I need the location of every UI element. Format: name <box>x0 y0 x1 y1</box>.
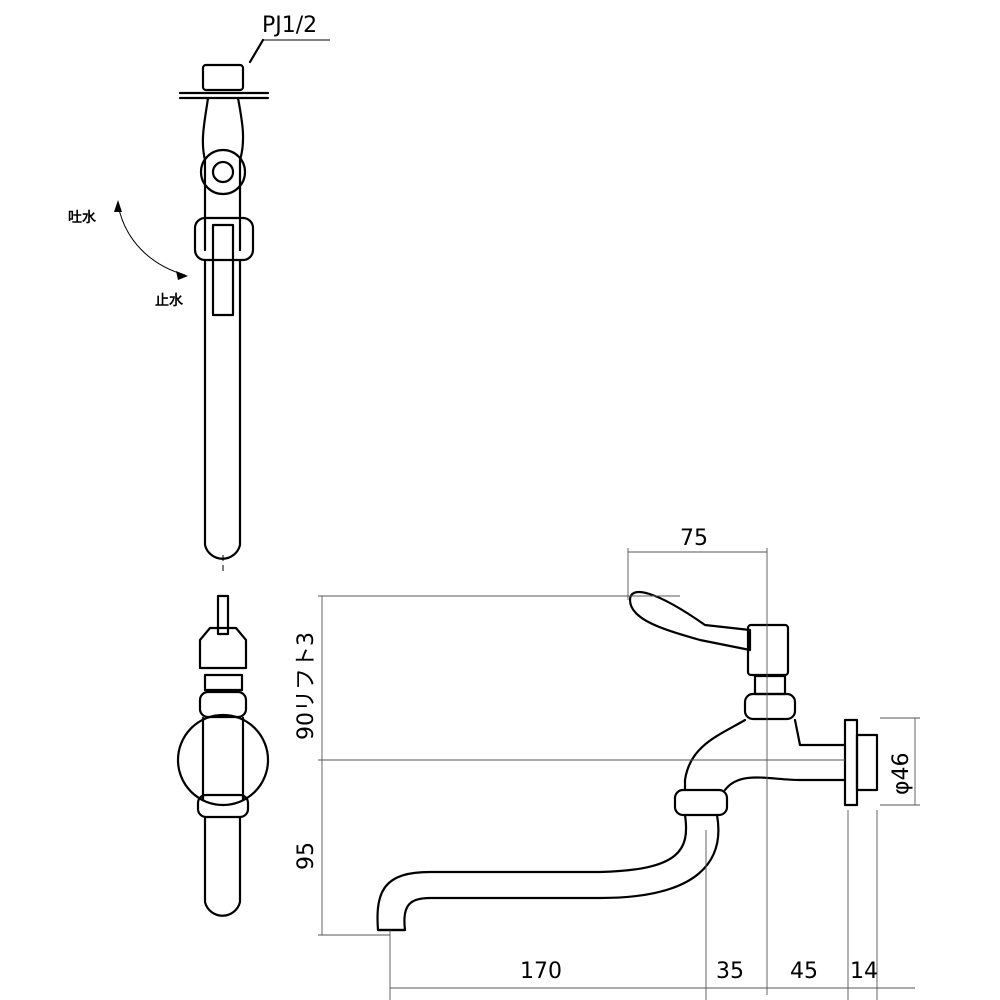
dim-75: 75 <box>680 526 708 551</box>
dim-35: 35 <box>716 959 744 984</box>
dim-14: 14 <box>850 959 878 984</box>
front-view <box>176 594 270 917</box>
dim-diameter: φ46 <box>889 752 914 795</box>
open-label: 吐水 <box>68 209 97 226</box>
thread-label: PJ1/2 <box>262 13 317 38</box>
dimension-lines: 75 90リフト3 95 φ46 170 35 45 14 <box>294 526 920 1000</box>
dim-95: 95 <box>294 842 319 870</box>
dim-90: 90リフト3 <box>294 632 319 740</box>
top-view: PJ1/2 吐水 止水 <box>68 13 330 575</box>
dim-45: 45 <box>790 959 818 984</box>
side-view <box>376 590 879 932</box>
dim-170: 170 <box>520 959 562 984</box>
close-label: 止水 <box>155 292 184 309</box>
